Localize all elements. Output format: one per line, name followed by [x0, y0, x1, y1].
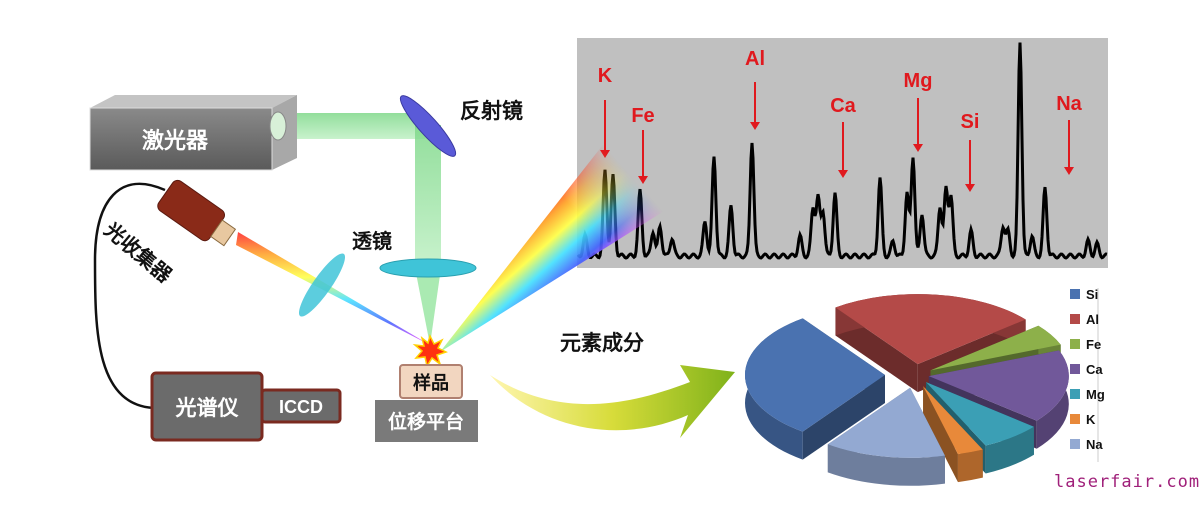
- watermark: laserfair.com: [1054, 472, 1200, 492]
- arrowhead-icon: [750, 122, 760, 130]
- arrowhead-icon: [965, 184, 975, 192]
- legend-label-na: Na: [1086, 437, 1103, 452]
- peak-label-ca: Ca: [830, 95, 856, 117]
- mirror-label: 反射镜: [460, 99, 523, 123]
- composition-label: 元素成分: [560, 331, 644, 355]
- laser-box: 激光器: [89, 95, 297, 171]
- pie-slice-na: [827, 387, 945, 486]
- sample-block: [399, 364, 463, 399]
- plasma-spark-icon: [412, 333, 448, 368]
- laser-beam-vertical: [415, 125, 441, 268]
- peak-label-na: Na: [1056, 93, 1082, 115]
- legend-swatch-na: [1070, 439, 1080, 449]
- sample-label: 样品: [413, 372, 449, 394]
- laser-label: 激光器: [142, 128, 209, 154]
- laser-beam-horizontal: [290, 113, 425, 139]
- legend-label-k: K: [1086, 412, 1096, 427]
- composition-pie-chart: [745, 294, 1069, 486]
- legend-label-fe: Fe: [1086, 337, 1101, 352]
- peak-label-mg: Mg: [904, 70, 933, 92]
- collector-label: 光收集器: [99, 217, 177, 288]
- iccd-label: ICCD: [279, 397, 323, 417]
- iccd-box: [260, 388, 342, 424]
- stage-label: 位移平台: [388, 410, 464, 433]
- translation-stage: [375, 400, 478, 442]
- mirror: [399, 95, 457, 157]
- legend-label-al: Al: [1086, 312, 1099, 327]
- peak-label-fe: Fe: [631, 105, 654, 127]
- pie-slice-si: [745, 318, 885, 460]
- legend-swatch-si: [1070, 289, 1080, 299]
- legend-label-si: Si: [1086, 287, 1098, 302]
- legend-swatch-al: [1070, 314, 1080, 324]
- composition-arrow: [490, 365, 735, 438]
- arrowhead-icon: [913, 144, 923, 152]
- peak-label-si: Si: [961, 111, 980, 133]
- legend-swatch-fe: [1070, 339, 1080, 349]
- emission-beam: [440, 144, 664, 352]
- legend-label-mg: Mg: [1086, 387, 1105, 402]
- legend-swatch-ca: [1070, 364, 1080, 374]
- arrowhead-icon: [638, 176, 648, 184]
- spectrum-line: [576, 42, 1108, 260]
- focusing-lens: [379, 258, 477, 278]
- arrowhead-icon: [1064, 167, 1074, 175]
- collection-lens: [298, 253, 346, 317]
- spectrometer-label: 光谱仪: [175, 396, 240, 420]
- peak-label-k: K: [598, 65, 613, 87]
- light-collector: [157, 179, 237, 247]
- collection-cone: [236, 232, 430, 345]
- lens-label: 透镜: [352, 229, 392, 253]
- focused-beam: [415, 268, 441, 345]
- arrowhead-icon: [838, 170, 848, 178]
- legend-swatch-mg: [1070, 389, 1080, 399]
- peak-label-al: Al: [745, 48, 765, 70]
- pie-slice-k: [923, 386, 983, 483]
- legend-label-ca: Ca: [1086, 362, 1103, 377]
- fiber-cable: [93, 182, 166, 410]
- legend-swatch-k: [1070, 414, 1080, 424]
